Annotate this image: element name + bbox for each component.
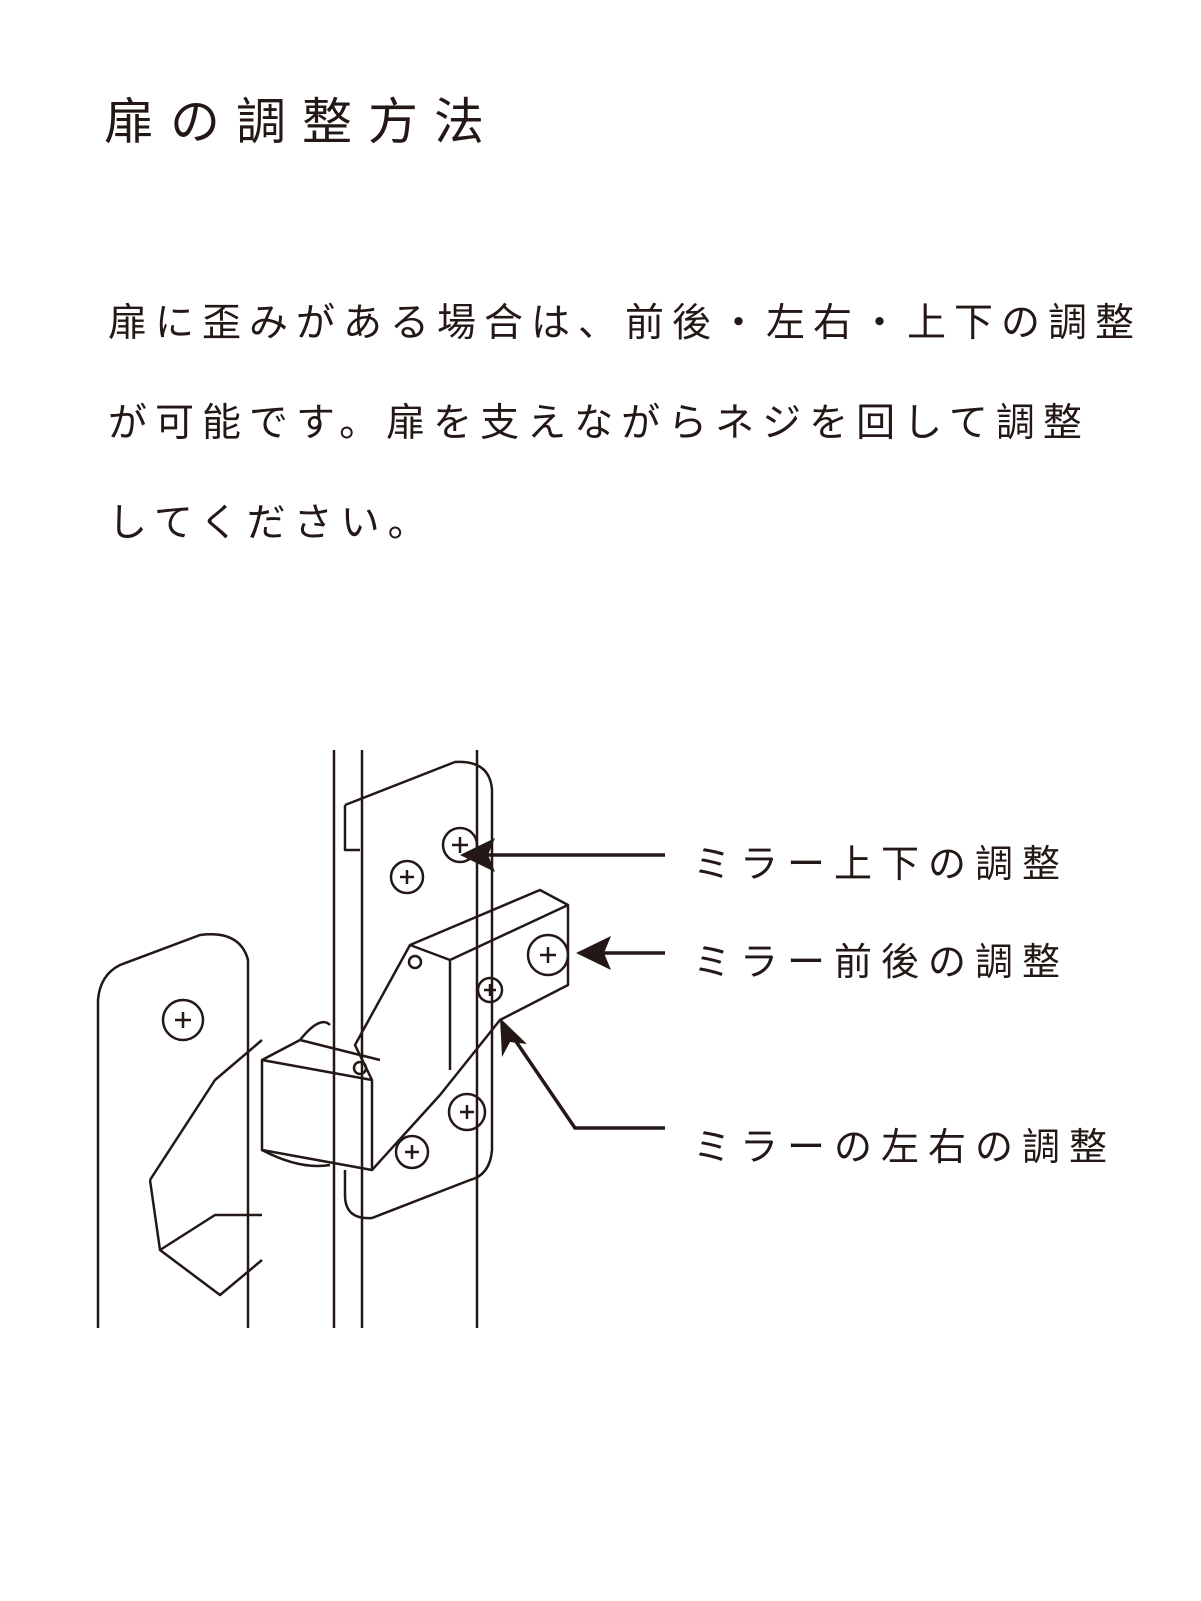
page-title: 扉の調整方法	[104, 93, 500, 151]
arrow-lateral-adjust	[500, 1018, 665, 1130]
instruction-line-1: 扉に歪みがある場合は、前後・左右・上下の調整	[108, 301, 1143, 346]
cabinet-frame	[332, 750, 479, 1328]
arrow-vertical-adjust	[460, 838, 665, 872]
screws	[161, 826, 570, 1170]
arrow-depth-adjust	[576, 936, 665, 970]
label-vertical-adjust: ミラー上下の調整	[693, 842, 1070, 886]
door-cup-plate	[96, 933, 263, 1328]
instruction-line-3: してください。	[108, 501, 435, 546]
hinge-arm	[260, 888, 570, 1172]
label-lateral-adjust: ミラーの左右の調整	[693, 1125, 1117, 1169]
mounting-plate	[343, 760, 494, 1220]
instruction-line-2: が可能です。扉を支えながらネジを回して調整	[108, 401, 1090, 446]
label-depth-adjust: ミラー前後の調整	[693, 940, 1070, 984]
